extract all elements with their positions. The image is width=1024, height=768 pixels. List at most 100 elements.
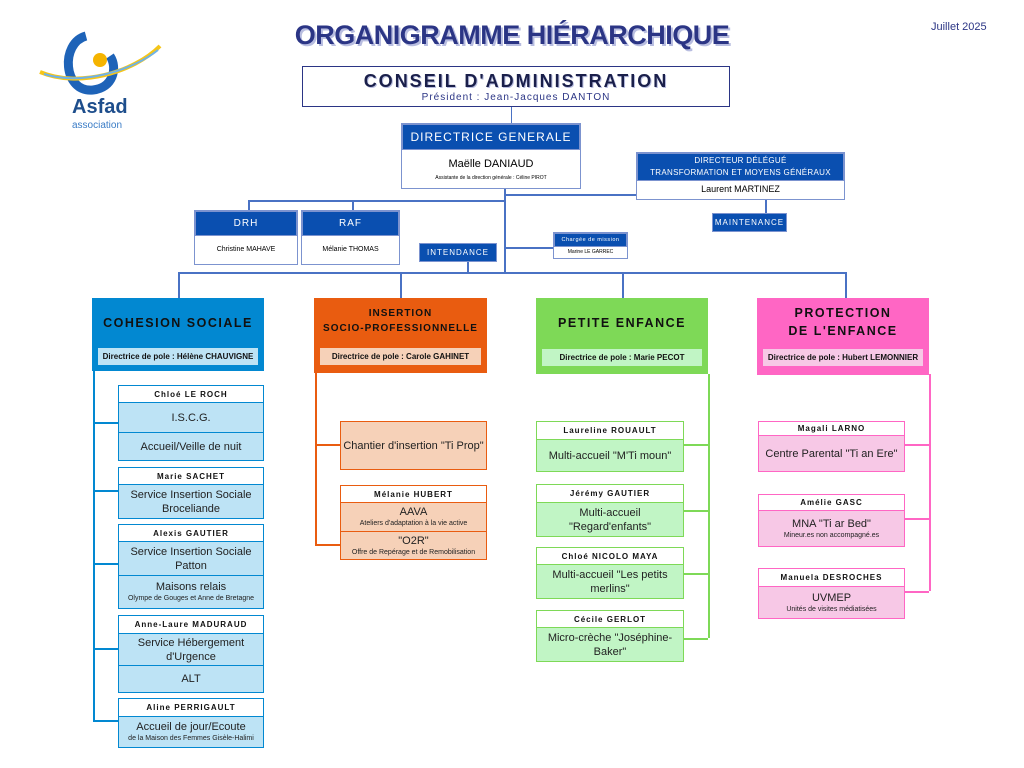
pole-title-line: SOCIO-PROFESSIONNELLE [323,323,478,334]
connector [684,444,708,446]
service-title: "O2R" [398,534,429,547]
ddg-title: DIRECTEUR DÉLÉGUÉ TRANSFORMATION ET MOYE… [637,153,844,181]
service-entry: Centre Parental "Ti an Ere" [759,436,904,471]
manager-name: Chloé NICOLO MAYA [537,548,683,565]
connector [765,200,767,213]
ddg-title-line2: TRANSFORMATION ET MOYENS GÉNÉRAUX [650,168,831,177]
connector [178,272,846,274]
raf-box: RAF Mélanie THOMAS [301,210,400,265]
service-card: Chantier d'insertion "Ti Prop" [340,421,487,470]
service-card: Amélie GASC MNA "Ti ar Bed"Mineur.es non … [758,494,905,547]
dg-name: Maëlle DANIAUD [448,158,534,170]
date-label: Juillet 2025 [931,21,987,33]
connector [352,200,354,210]
connector [504,189,506,273]
manager-name: Cécile GERLOT [537,611,683,628]
service-entry: Accueil de jour/Ecoute de la Maison des F… [119,717,263,747]
service-entry: Accueil/Veille de nuit [119,432,263,460]
pole-title-line: INSERTION [368,308,433,319]
drh-name: Christine MAHAVE [216,246,276,253]
service-entry: Service Insertion Sociale Patton [119,542,263,575]
logo-subtext: association [72,120,123,131]
service-title: Service Hébergement d'Urgence [137,636,245,663]
connector [684,573,708,575]
service-subtitle: Offre de Repérage et de Remobilisation [351,548,476,556]
connector [178,272,180,298]
service-subtitle: de la Maison des Femmes Gisèle-Halimi [128,735,254,742]
connector [905,591,929,593]
service-entry: Micro-crèche "Joséphine-Baker" [537,628,683,661]
connector [93,563,118,565]
connector [504,194,636,196]
logo-text: Asfad [72,96,128,118]
service-subtitle: Ateliers d'adaptation à la vie active [359,520,468,527]
connector [622,272,624,298]
service-title: Multi-accueil "Les petits merlins" [552,568,668,595]
pole-director: Directrice de pole : Hubert LEMONNIER [763,349,923,366]
mission-title: Chargée de mission [554,233,627,247]
service-title: Chantier d'insertion "Ti Prop" [343,439,484,452]
manager-name: Chloé LE ROCH [119,386,263,403]
manager-name: Anne-Laure MADURAUD [119,616,263,634]
service-title: Accueil de jour/Ecoute [136,721,246,733]
manager-name: Magali LARNO [759,422,904,436]
connector [905,444,929,446]
connector [708,374,710,638]
service-title: MNA "Ti ar Bed" [792,517,871,530]
pole-title: PROTECTION DE L'ENFANCE [757,298,929,340]
service-entry: Multi-accueil "Regard'enfants" [537,503,683,536]
connector [315,544,340,546]
service-title: ALT [181,673,201,685]
ddg-box: DIRECTEUR DÉLÉGUÉ TRANSFORMATION ET MOYE… [636,152,845,200]
service-entry: Multi-accueil "Les petits merlins" [537,565,683,598]
connector [93,648,118,650]
service-title: Multi-accueil "M'Ti moun" [548,449,672,462]
ddg-title-line1: DIRECTEUR DÉLÉGUÉ [694,156,787,165]
manager-name: Amélie GASC [759,495,904,511]
manager-name: Mélanie HUBERT [341,486,486,503]
service-subtitle: Mineur.es non accompagné.es [783,531,880,539]
manager-name: Manuela DESROCHES [759,569,904,587]
service-title: Maisons relais [155,581,227,593]
connector [315,373,317,544]
service-card: Chloé LE ROCH I.S.C.G. Accueil/Veille de n… [118,385,264,461]
asfad-logo: Asfad association [38,28,163,133]
mission-name: Marine LE GARREC [567,249,614,255]
dg-box: DIRECTRICE GENERALE Maëlle DANIAUD Assis… [401,123,581,189]
service-title: Accueil/Veille de nuit [140,440,242,453]
pole-director: Directrice de pole : Carole GAHINET [320,348,481,365]
pole-title: PETITE ENFANCE [558,316,686,330]
connector [400,272,402,298]
service-title: Service Insertion Sociale Patton [130,545,252,572]
raf-title: RAF [302,211,399,236]
pole-director: Directrice de pole : Marie PECOT [542,349,702,366]
connector [93,371,95,720]
service-entry: I.S.C.G. [119,403,263,432]
service-entry: ALT [119,665,263,692]
service-title: Micro-crèche "Joséphine-Baker" [547,631,673,658]
pole-insertion: INSERTION SOCIO-PROFESSIONNELLE Directric… [314,298,487,373]
connector [93,490,118,492]
dg-title: DIRECTRICE GENERALE [402,124,580,150]
service-title: I.S.C.G. [171,411,211,424]
connector [905,518,929,520]
service-title: Centre Parental "Ti an Ere" [765,447,898,460]
connector [929,374,931,591]
ddg-name: Laurent MARTINEZ [701,184,780,194]
service-title: Multi-accueil "Regard'enfants" [568,506,652,533]
service-entry: "O2R"Offre de Repérage et de Remobilisat… [341,531,486,559]
pole-title-line: PROTECTION [794,306,892,320]
president-label: Président : Jean-Jacques DANTON [421,92,611,103]
service-title: UVMEP [811,591,852,604]
logo-swirl-icon [39,31,162,95]
pole-title: COHESION SOCIALE [103,316,253,330]
conseil-title: CONSEIL D'ADMINISTRATION [363,71,669,91]
